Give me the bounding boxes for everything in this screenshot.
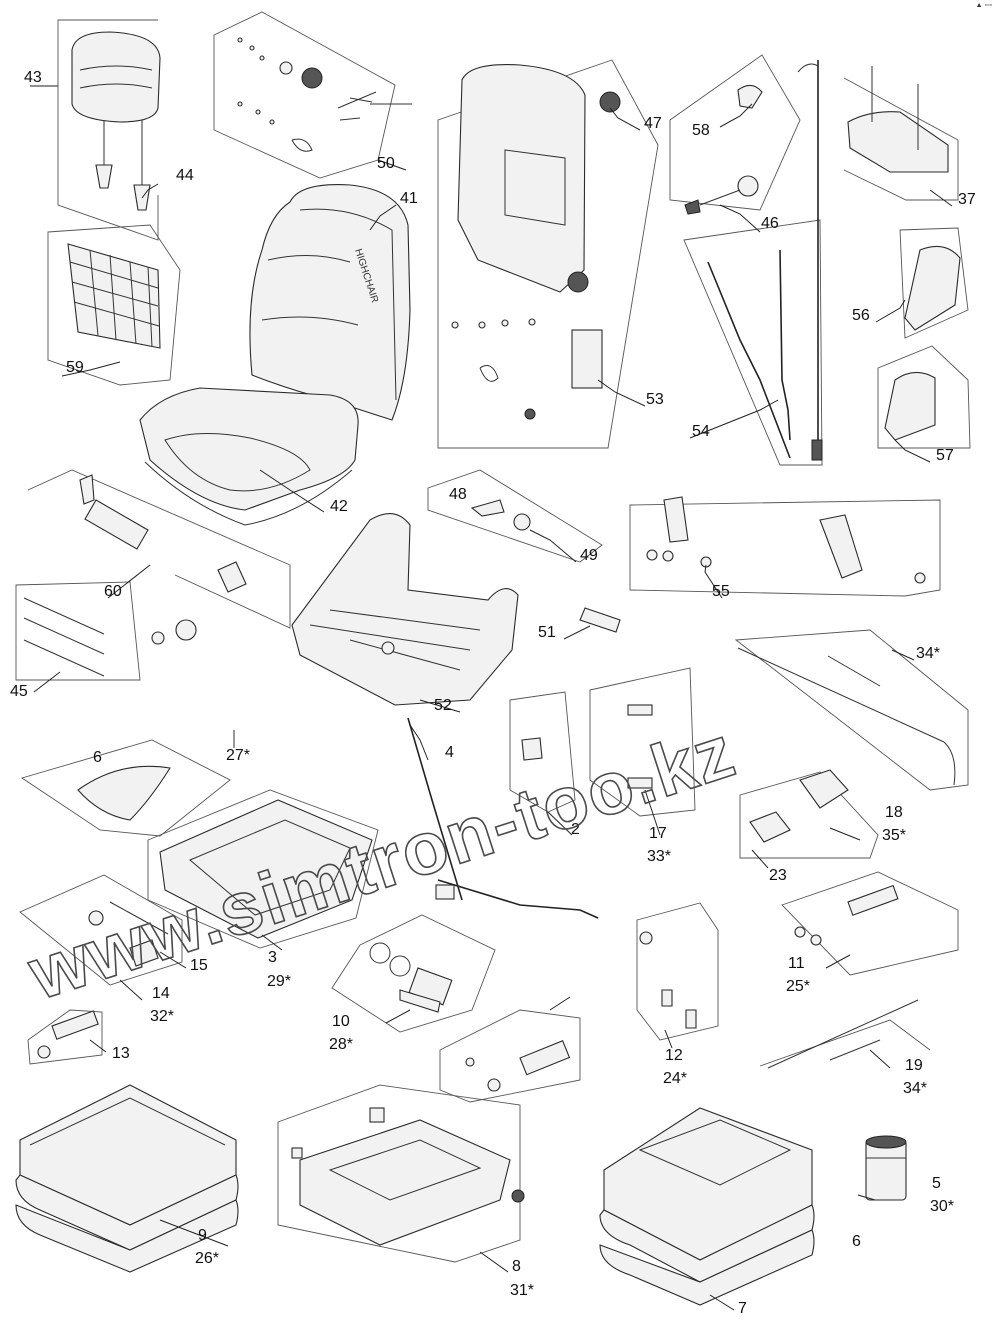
cover-56: [904, 245, 961, 331]
callout-3: 3: [268, 949, 277, 966]
callout-33: 33*: [647, 848, 671, 865]
callout-35: 35*: [882, 827, 906, 844]
part-12: [639, 931, 697, 1029]
back-frame-53: [451, 64, 603, 420]
callout-60: 60: [104, 583, 122, 600]
callout-57: 57: [936, 447, 954, 464]
headrest-43: [71, 31, 161, 211]
cable-4: [407, 717, 599, 919]
callout-44: 44: [176, 167, 194, 184]
part-49: [513, 513, 531, 531]
callout-15: 15: [190, 957, 208, 974]
callout-53: 53: [646, 391, 664, 408]
callout-18: 18: [885, 804, 903, 821]
watermark-text: www.simtron-too.kz: [18, 709, 745, 1016]
corner-mark: ▲ ▫▫▫: [975, 2, 992, 9]
callout-17: 17: [649, 825, 667, 842]
callout-12: 12: [665, 1047, 683, 1064]
callout-52: 52: [434, 697, 452, 714]
leader-lines: [30, 85, 953, 1311]
base-assembly-7: [599, 1107, 815, 1306]
bellows-9: [15, 1084, 239, 1273]
backrest-41: HIGHCHAIR: [249, 184, 411, 421]
callout-50: 50: [377, 155, 395, 172]
callout-5: 5: [932, 1175, 941, 1192]
callout-30: 30*: [930, 1198, 954, 1215]
callout-41: 41: [400, 190, 418, 207]
callout-24: 24*: [663, 1070, 687, 1087]
callout-9: 9: [198, 1227, 207, 1244]
knob-47: [599, 91, 621, 113]
cover-37: [847, 66, 949, 173]
shock-13: [37, 1010, 99, 1059]
parts-14-15: [88, 901, 169, 967]
callout-26: 26*: [195, 1250, 219, 1267]
callout-27: 27*: [226, 747, 250, 764]
callout-54: 54: [692, 423, 710, 440]
callout-42: 42: [330, 498, 348, 515]
callout-49: 49: [580, 547, 598, 564]
callout-23: 23: [769, 867, 787, 884]
seat-cushion-42: [139, 387, 359, 526]
callout-34a: 34*: [916, 645, 940, 662]
callout-8: 8: [512, 1258, 521, 1275]
callout-labels: 43 44 50 41 47 58 37 46 59 53 56 54 57 4…: [10, 69, 976, 1317]
callout-11: 11: [788, 955, 805, 972]
callout-25a: 25*: [786, 978, 810, 995]
callout-56: 56: [852, 307, 870, 324]
callout-29: 29*: [267, 973, 291, 990]
motor-10: [369, 942, 453, 1013]
callout-48: 48: [449, 486, 467, 503]
part-2: [521, 737, 543, 761]
part-48: [470, 499, 505, 517]
slide-frame-3: [159, 799, 373, 939]
callout-14: 14: [152, 985, 170, 1002]
callout-47: 47: [644, 115, 662, 132]
seatbelt-55: [646, 496, 926, 584]
actuator-60: [79, 474, 247, 593]
lever-6: [77, 765, 171, 821]
callout-34b: 34*: [903, 1080, 927, 1097]
callout-6-left: 6: [93, 749, 102, 766]
callout-31: 31*: [510, 1282, 534, 1299]
brackets-45: [23, 597, 197, 677]
callout-46: 46: [761, 215, 779, 232]
callout-13: 13: [112, 1045, 130, 1062]
callout-51: 51: [538, 624, 556, 641]
part-drawings: HIGHCHAIR: [15, 31, 961, 1306]
shock-25: [465, 1040, 571, 1092]
hardware-46: [684, 175, 759, 215]
cover-57: [884, 371, 936, 441]
callout-7: 7: [738, 1300, 747, 1317]
seat-frame-52: [291, 513, 519, 706]
rod-34: [737, 647, 956, 786]
callout-2: 2: [571, 821, 580, 838]
callout-45: 45: [10, 683, 28, 700]
part-58: [737, 84, 763, 109]
callout-37: 37: [958, 191, 976, 208]
callout-59: 59: [66, 359, 84, 376]
harness-54: [707, 60, 823, 461]
rod-19: [767, 999, 919, 1069]
callout-43: 43: [24, 69, 42, 86]
group-outlines: [15, 11, 971, 1263]
callout-32: 32*: [150, 1008, 174, 1025]
callout-10: 10: [332, 1013, 350, 1030]
callout-4: 4: [445, 744, 454, 761]
base-plate-8: [291, 1107, 525, 1246]
callout-55: 55: [712, 583, 730, 600]
callout-28: 28*: [329, 1036, 353, 1053]
damper-11: [794, 884, 899, 946]
part-18: [799, 769, 849, 809]
part-23: [749, 811, 791, 843]
callout-19: 19: [905, 1057, 923, 1074]
filter-5: [865, 1135, 907, 1201]
part-17: [627, 704, 653, 789]
part-51: [579, 607, 621, 633]
net-59: [67, 243, 161, 349]
callout-6-filter: 6: [852, 1233, 861, 1250]
callout-58: 58: [692, 122, 710, 139]
hardware-50: [237, 37, 412, 152]
